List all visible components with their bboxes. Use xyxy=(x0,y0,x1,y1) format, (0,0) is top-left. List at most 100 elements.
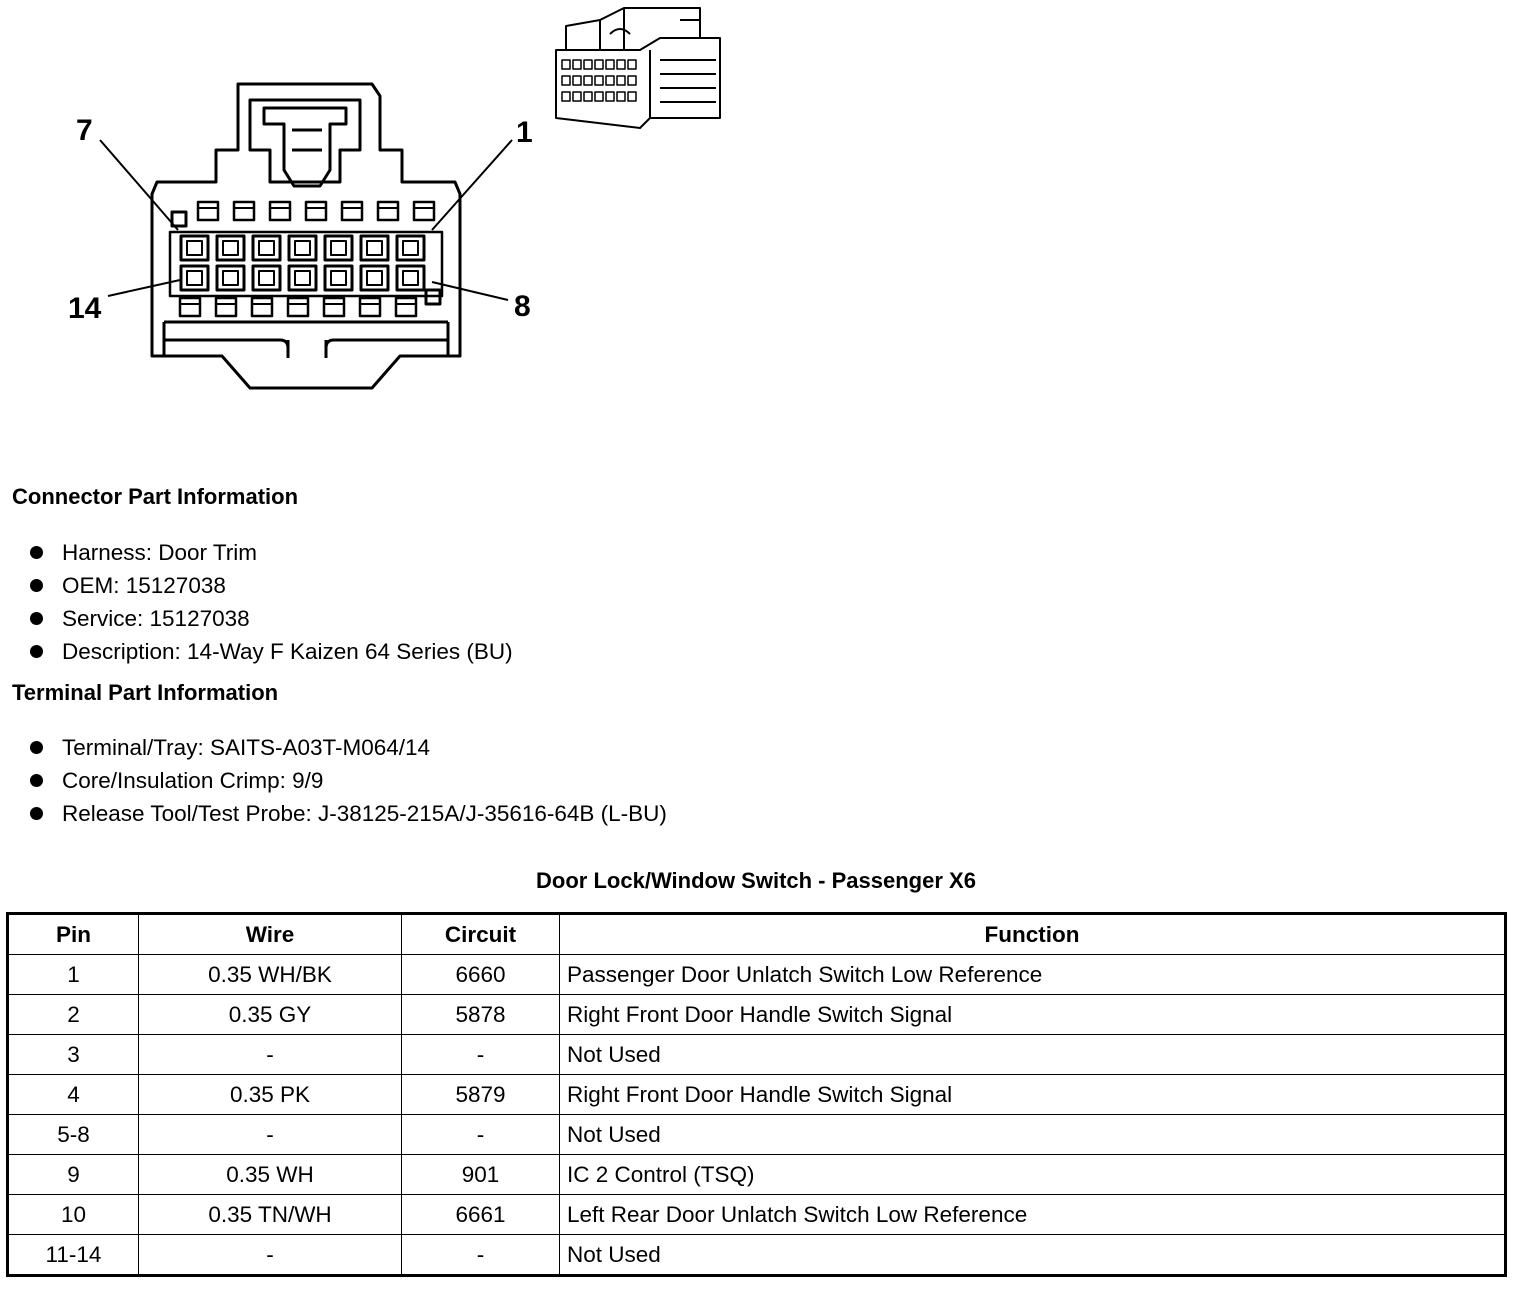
wire-cell: 0.35 WH/BK xyxy=(138,954,402,995)
terminal-cavity-cell xyxy=(215,234,246,262)
top-lock-boxes xyxy=(196,200,436,222)
polarity-key-bottom xyxy=(424,288,442,306)
table-row: 5-8--Not Used xyxy=(7,1114,1506,1155)
list-item: OEM: 15127038 xyxy=(30,569,513,602)
terminal-cavity-cell xyxy=(323,234,354,262)
leader-line-14 xyxy=(107,279,181,297)
pin-label-1: 1 xyxy=(516,116,533,149)
function-cell: Right Front Door Handle Switch Signal xyxy=(559,994,1506,1035)
thumb-cavity xyxy=(572,59,582,70)
connector-info-title: Connector Part Information xyxy=(12,484,299,509)
connector-isometric-thumbnail xyxy=(555,7,721,129)
terminal-cavity xyxy=(168,230,444,298)
lock-box xyxy=(178,296,202,318)
list-item: Terminal/Tray: SAITS-A03T-M064/14 xyxy=(30,731,667,764)
function-cell: Left Rear Door Unlatch Switch Low Refere… xyxy=(559,1194,1506,1235)
terminal-cavity-cell-inner xyxy=(402,240,419,256)
lock-box xyxy=(232,200,256,222)
column-header-circuit: Circuit xyxy=(401,913,560,955)
leader-line-8 xyxy=(431,281,509,301)
terminal-cavity-cell-inner xyxy=(222,240,239,256)
lock-box xyxy=(322,296,346,318)
table-row: 11-14--Not Used xyxy=(7,1234,1506,1276)
wire-cell: - xyxy=(138,1034,402,1075)
terminal-cavity-cell-inner xyxy=(294,240,311,256)
circuit-cell: - xyxy=(401,1234,560,1276)
terminal-cavity-cell-inner xyxy=(186,270,203,286)
function-cell: Not Used xyxy=(559,1114,1506,1155)
table-row: 3--Not Used xyxy=(7,1034,1506,1075)
wire-cell: 0.35 TN/WH xyxy=(138,1194,402,1235)
thumb-cavity xyxy=(583,59,593,70)
terminal-cavity-cell-inner xyxy=(222,270,239,286)
lock-box xyxy=(304,200,328,222)
list-item: Description: 14-Way F Kaizen 64 Series (… xyxy=(30,635,513,668)
thumb-cavity xyxy=(616,75,626,86)
circuit-cell: - xyxy=(401,1114,560,1155)
lock-box xyxy=(286,296,310,318)
thumb-cavity xyxy=(605,75,615,86)
terminal-cavity-cell xyxy=(251,234,282,262)
wire-cell: 0.35 PK xyxy=(138,1074,402,1115)
circuit-cell: - xyxy=(401,1034,560,1075)
terminal-cavity-cell xyxy=(287,234,318,262)
thumb-cavity xyxy=(583,91,593,102)
circuit-cell: 6660 xyxy=(401,954,560,995)
terminal-cavity-cell xyxy=(179,234,210,262)
thumb-cavity xyxy=(561,75,571,86)
lock-box xyxy=(214,296,238,318)
circuit-cell: 901 xyxy=(401,1154,560,1195)
pin-cell: 2 xyxy=(7,994,139,1035)
function-cell: Not Used xyxy=(559,1034,1506,1075)
terminal-cavity-cell-inner xyxy=(294,270,311,286)
function-cell: IC 2 Control (TSQ) xyxy=(559,1154,1506,1195)
terminal-row-8-14 xyxy=(179,264,426,292)
lock-box xyxy=(268,200,292,222)
thumb-cavity xyxy=(572,91,582,102)
terminal-cavity-cell-inner xyxy=(402,270,419,286)
connector-housing xyxy=(150,82,462,390)
terminal-cavity-cell xyxy=(323,264,354,292)
pin-cell: 4 xyxy=(7,1074,139,1115)
connector-latch xyxy=(248,98,362,184)
pin-label-8: 8 xyxy=(514,290,531,323)
thumb-cavity xyxy=(605,59,615,70)
function-cell: Passenger Door Unlatch Switch Low Refere… xyxy=(559,954,1506,995)
pin-cell: 11-14 xyxy=(7,1234,139,1276)
lock-box xyxy=(394,296,418,318)
terminal-cavity-cell-inner xyxy=(186,240,203,256)
terminal-cavity-cell xyxy=(359,264,390,292)
wire-cell: 0.35 GY xyxy=(138,994,402,1035)
terminal-cavity-cell xyxy=(179,264,210,292)
wire-cell: - xyxy=(138,1234,402,1276)
terminal-info-title: Terminal Part Information xyxy=(12,680,279,705)
terminal-cavity-cell xyxy=(251,264,282,292)
pin-label-7: 7 xyxy=(76,114,93,147)
terminal-cavity-cell-inner xyxy=(330,240,347,256)
wire-cell: - xyxy=(138,1114,402,1155)
connector-base xyxy=(162,320,450,358)
thumb-cavity xyxy=(561,59,571,70)
table-header-row: Pin Wire Circuit Function xyxy=(7,913,1506,955)
column-header-function: Function xyxy=(559,913,1506,955)
thumb-cavity xyxy=(627,75,637,86)
latch-detail xyxy=(292,128,322,152)
list-item: Core/Insulation Crimp: 9/9 xyxy=(30,764,667,797)
polarity-key-top xyxy=(170,210,188,228)
terminal-info-list: Terminal/Tray: SAITS-A03T-M064/14 Core/I… xyxy=(30,731,667,830)
lock-box xyxy=(358,296,382,318)
lock-box xyxy=(340,200,364,222)
thumb-cavity xyxy=(605,91,615,102)
terminal-cavity-cell xyxy=(395,264,426,292)
leader-line-1 xyxy=(431,139,513,231)
thumb-cavity xyxy=(561,91,571,102)
lock-box xyxy=(412,200,436,222)
column-header-pin: Pin xyxy=(7,913,139,955)
terminal-cavity-cell-inner xyxy=(366,270,383,286)
connector-face-diagram: 7 1 14 8 xyxy=(68,7,721,390)
